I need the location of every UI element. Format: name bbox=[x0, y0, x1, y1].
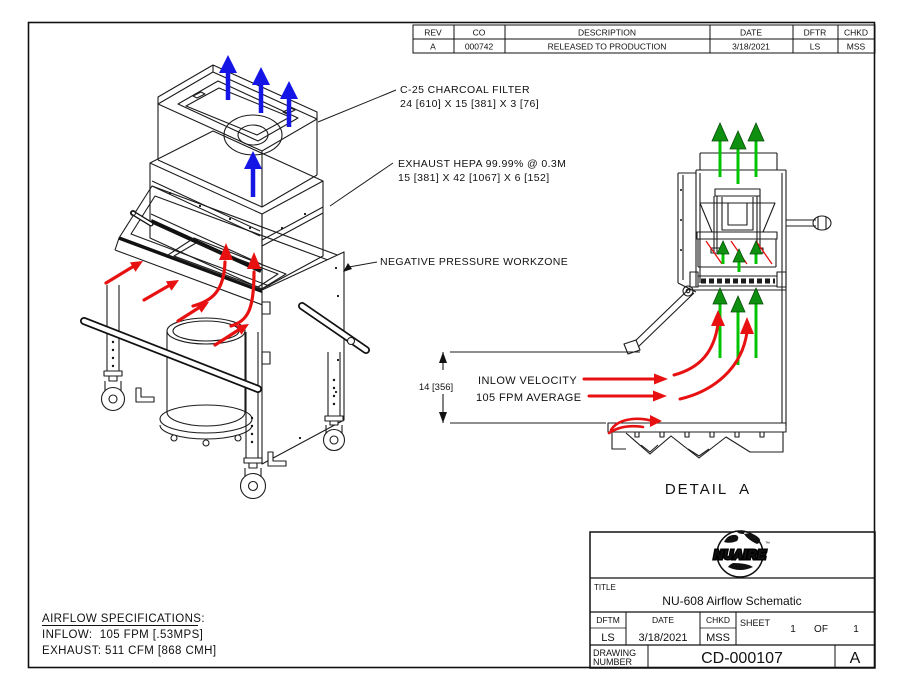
revision-value: A bbox=[850, 650, 861, 667]
description-header: DESCRIPTION bbox=[578, 28, 636, 38]
charcoal-filter-size: 24 [610] X 15 [381] X 3 [76] bbox=[400, 98, 539, 110]
stand-rails bbox=[80, 302, 370, 393]
inflow-arrows-red bbox=[104, 243, 261, 347]
drawing-number-label-2: NUMBER bbox=[593, 657, 633, 667]
hepa-filter-label: EXHAUST HEPA 99.99% @ 0.3M bbox=[398, 158, 566, 170]
sheet-label: SHEET bbox=[740, 618, 771, 628]
date-value: 3/18/2021 bbox=[639, 632, 688, 644]
detail-inflow-arrows-red bbox=[582, 310, 754, 435]
globe-icon bbox=[724, 530, 761, 570]
nuaire-logo: NUAIRE ™ bbox=[712, 530, 770, 578]
date-header: DATE bbox=[740, 28, 762, 38]
stand-legs-casters bbox=[100, 285, 346, 500]
waste-drum bbox=[159, 317, 253, 447]
charcoal-filter-label: C-25 CHARCOAL FILTER bbox=[400, 84, 530, 96]
drawing-number-label-1: DRAWING bbox=[593, 648, 636, 658]
sheet-total: 1 bbox=[853, 624, 859, 635]
logo-text: NUAIRE bbox=[714, 547, 767, 562]
callout-workzone: NEGATIVE PRESSURE WORKZONE bbox=[343, 256, 568, 272]
specs-inflow: INFLOW: 105 FPM [.53MPS] bbox=[42, 629, 203, 641]
title-label: TITLE bbox=[594, 583, 616, 592]
date-value: 3/18/2021 bbox=[732, 42, 770, 52]
airflow-specifications: AIRFLOW SPECIFICATIONS: INFLOW: 105 FPM … bbox=[42, 613, 216, 657]
chkd-value: MSS bbox=[847, 42, 866, 52]
co-header: CO bbox=[473, 28, 486, 38]
sheet-of-label: OF bbox=[814, 624, 828, 635]
description-value: RELEASED TO PRODUCTION bbox=[548, 42, 667, 52]
detail-annotations: 14 [356] INLOW VELOCITY 105 FPM AVERAGE … bbox=[419, 375, 751, 498]
drawing-number-value: CD-000107 bbox=[701, 650, 783, 667]
title-block-text: TITLE NU-608 Airflow Schematic DFTM LS D… bbox=[593, 583, 861, 667]
drawing-title: NU-608 Airflow Schematic bbox=[662, 594, 801, 608]
chkd-header: CHKD bbox=[844, 28, 868, 38]
exhaust-arrows-blue bbox=[219, 55, 298, 197]
hepa-plenum-housing bbox=[149, 130, 324, 290]
date-label: DATE bbox=[652, 615, 674, 625]
dftr-header: DFTR bbox=[804, 28, 827, 38]
detail-a-label: DETAIL A bbox=[665, 481, 751, 498]
rev-header: REV bbox=[424, 28, 442, 38]
dimension-label: 14 [356] bbox=[419, 382, 453, 393]
chkd-label: CHKD bbox=[706, 615, 730, 625]
specs-exhaust: EXHAUST: 511 CFM [868 CMH] bbox=[42, 645, 216, 657]
revision-table bbox=[412, 24, 876, 54]
charcoal-filter-housing bbox=[157, 64, 318, 208]
callout-charcoal-filter: C-25 CHARCOAL FILTER 24 [610] X 15 [381]… bbox=[317, 84, 539, 123]
co-value: 000742 bbox=[465, 42, 494, 52]
callout-hepa-filter: EXHAUST HEPA 99.99% @ 0.3M 15 [381] X 42… bbox=[329, 158, 566, 207]
logo-tm: ™ bbox=[765, 541, 770, 547]
revision-table-text: REV CO DESCRIPTION DATE DFTR CHKD A 0007… bbox=[424, 28, 868, 52]
detail-dimension bbox=[439, 351, 640, 424]
dftm-value: LS bbox=[601, 632, 614, 644]
inflow-velocity-label: INLOW VELOCITY bbox=[478, 375, 577, 387]
rev-value: A bbox=[430, 42, 436, 52]
workzone-label: NEGATIVE PRESSURE WORKZONE bbox=[380, 256, 568, 268]
specs-heading: AIRFLOW SPECIFICATIONS: bbox=[42, 613, 205, 625]
dftm-label: DFTM bbox=[596, 615, 620, 625]
dftr-value: LS bbox=[810, 42, 821, 52]
stand-right-panel bbox=[261, 251, 345, 465]
clean-exhaust-arrows-green bbox=[711, 122, 765, 365]
inflow-velocity-value: 105 FPM AVERAGE bbox=[476, 392, 581, 404]
isometric-view bbox=[80, 64, 370, 500]
chkd-value: MSS bbox=[706, 632, 730, 644]
hepa-filter-size: 15 [381] X 42 [1067] X 6 [152] bbox=[398, 172, 550, 184]
sheet-number: 1 bbox=[790, 624, 796, 635]
